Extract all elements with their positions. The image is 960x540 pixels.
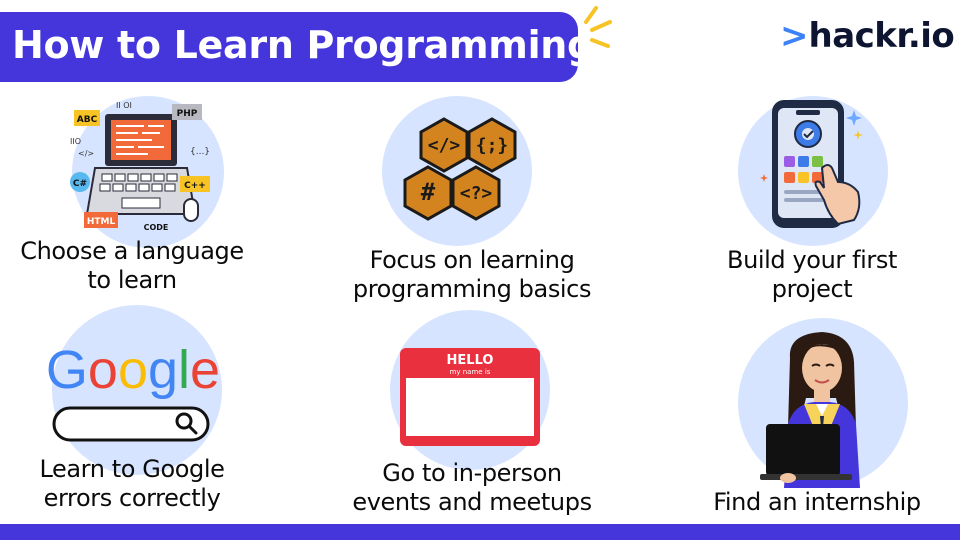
label-html: HTML: [87, 217, 116, 227]
hexagon-code-icon: </> {;} # <?>: [403, 117, 517, 221]
step-2-circle: [382, 96, 532, 246]
laptop-code-icon: ABC PHP C# C++ HTML CODE II OI IIO </> {…: [70, 101, 210, 232]
step-3-caption-line1: Build your first: [727, 246, 897, 274]
label-cs: C#: [73, 179, 87, 189]
intern-person-icon: [760, 332, 860, 488]
step-2-caption-line1: Focus on learning: [369, 246, 575, 274]
logo-text: hackr.io: [808, 16, 955, 56]
step-2-caption: Focus on learning programming basics: [322, 246, 622, 304]
google-logo-text: Google: [46, 340, 220, 400]
label-cpp: C++: [184, 181, 206, 191]
label-php: PHP: [177, 109, 198, 119]
hackr-logo[interactable]: >hackr.io: [780, 16, 955, 56]
page-title: How to Learn Programming: [12, 23, 594, 67]
step-1-caption-line1: Choose a language: [20, 237, 244, 265]
step-4-caption: Learn to Google errors correctly: [0, 455, 264, 513]
step-4-caption-line2: errors correctly: [43, 484, 221, 512]
name-tag-icon: HELLO my name is: [400, 348, 540, 446]
step-4-caption-line1: Learn to Google: [39, 455, 225, 483]
label-braces: {...}: [190, 147, 210, 157]
step-1-caption: Choose a language to learn: [0, 237, 264, 295]
google-search-icon: Google: [46, 340, 220, 442]
step-1-caption-line2: to learn: [87, 266, 177, 294]
title-banner: [0, 12, 578, 82]
tag-subtitle: my name is: [450, 368, 491, 376]
symbol-hash: #: [421, 178, 436, 206]
bottom-bar: [0, 524, 960, 540]
step-2-caption-line2: programming basics: [352, 275, 592, 303]
label-abc: ABC: [77, 115, 98, 125]
step-4-circle: [52, 305, 222, 475]
symbol-question: <?>: [460, 183, 493, 204]
label-tag: </>: [78, 149, 94, 158]
label-bits: II OI: [116, 101, 132, 110]
label-code: CODE: [144, 223, 169, 232]
smartphone-app-icon: [760, 100, 863, 228]
symbol-braces: {;}: [476, 135, 509, 156]
step-3-caption: Build your first project: [692, 246, 932, 304]
step-5-caption-line1: Go to in-person: [382, 459, 562, 487]
label-io: IIO: [70, 137, 81, 146]
step-5-caption: Go to in-person events and meetups: [322, 459, 622, 517]
tag-title: HELLO: [447, 353, 494, 368]
step-6-caption-line1: Find an internship: [713, 488, 921, 516]
logo-chevron-icon: >: [780, 16, 809, 56]
step-5-caption-line2: events and meetups: [352, 488, 592, 516]
symbol-tag: </>: [428, 135, 461, 156]
step-3-caption-line2: project: [771, 275, 853, 303]
step-6-caption: Find an internship: [692, 488, 942, 517]
sparkle-icon: [584, 6, 612, 48]
